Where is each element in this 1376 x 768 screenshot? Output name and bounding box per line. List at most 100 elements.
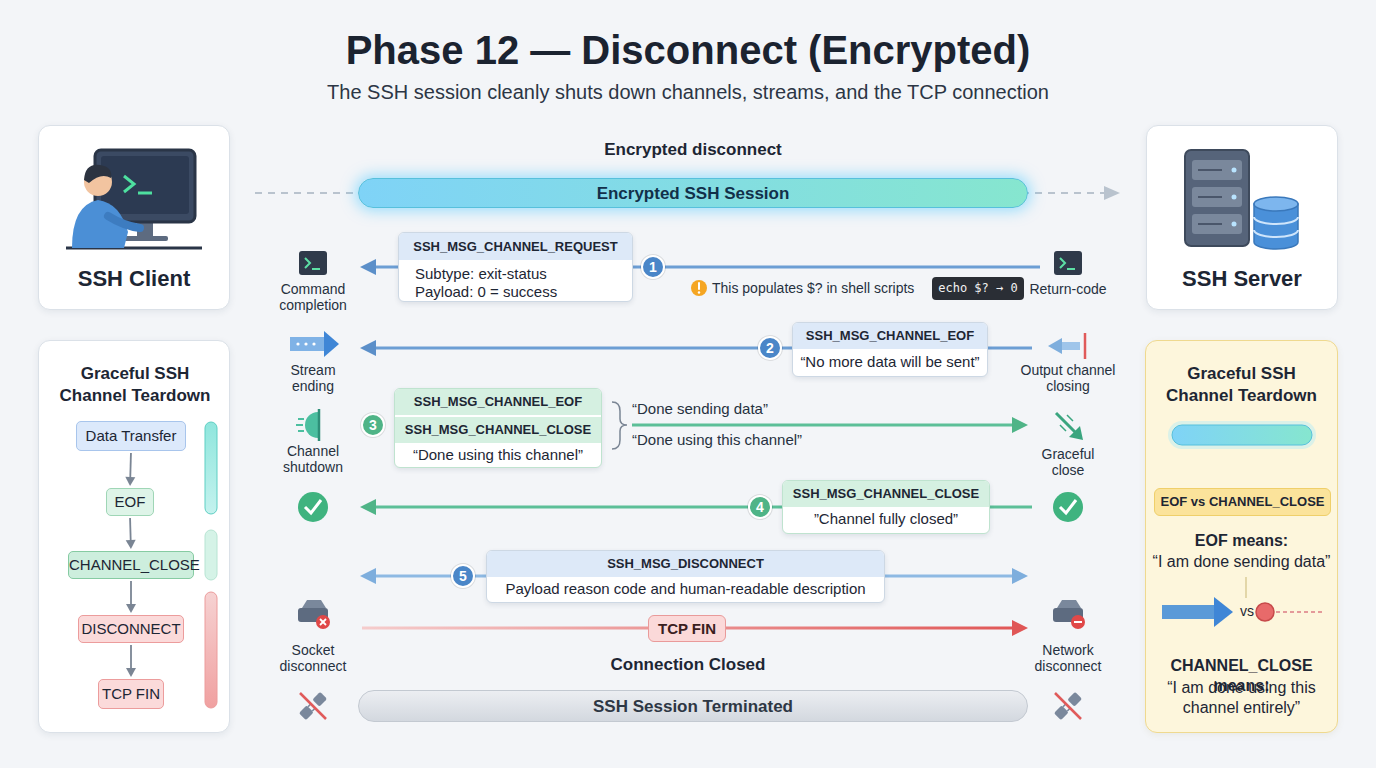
teardown-panel: Graceful SSH Channel TeardownData Transf… [38,340,230,733]
node-text: “I am done sending data” [1146,552,1337,572]
node-text: EOF vs CHANNEL_CLOSE [1155,489,1330,515]
check-icon [298,492,1083,522]
unplugged-icon [299,692,327,720]
node-text: Data Transfer [77,422,185,450]
eof-vs-close-graphic [1162,577,1324,627]
tcp-fin-arrow [1012,620,1028,636]
stream-icon [1084,333,1087,359]
node-text: CHANNEL_CLOSE [69,552,193,578]
channel-icon [1056,413,1077,434]
teardown-bars [205,592,217,708]
channel-icon [296,424,303,426]
quote-text: “Done sending data” [632,400,812,417]
node-text: SSH_MSG_CHANNEL_CLOSE [783,481,989,507]
eof-vs-close-graphic [1162,605,1216,619]
teardown-bars [205,530,217,580]
server-illustration [1192,160,1242,180]
warning-icon [691,280,707,296]
node-text: “I am done using this channel entirely” [1158,678,1325,718]
node-text: EOF [107,489,153,515]
node-text: echo $? → 0 [932,277,1024,300]
stream-icon [1048,338,1062,354]
comparison-panel: Graceful SSH Channel TeardownEOF means:“… [1145,340,1338,733]
server-illustration [1198,196,1222,198]
node-text: SSH Server [1147,266,1337,292]
node-text: SSH_MSG_DISCONNECT [487,551,884,577]
tcp-fin-pill: TCP FIN [648,615,726,642]
unplugged-icon [312,708,315,711]
arrow-head [126,540,136,549]
message-box: SSH_MSG_CHANNEL_CLOSE”Channel fully clos… [782,480,990,534]
message-box: SSH_MSG_CHANNEL_REQUESTSubtype: exit-sta… [398,232,633,302]
stream-icon [296,342,299,345]
flow-arrow [126,581,136,613]
terminal-icon [1054,251,1082,275]
flow-step: TCP FIN [98,679,164,709]
unplugged-icon [1067,708,1070,711]
flow-arrow [126,645,136,677]
message-bracket [612,402,627,449]
diagram-subtitle: The SSH session cleanly shuts down chann… [0,81,1376,104]
panel-tube [1168,421,1316,449]
message-arrow [360,499,376,515]
client-illustration [101,156,189,214]
server-card: SSH Server [1146,125,1338,310]
warning-icon [698,283,700,289]
arrow-line [130,645,132,669]
teardown-bars [205,422,217,514]
node-text: Encrypted disconnect [358,140,1028,160]
client-illustration [108,216,140,228]
disconnect-icon [1057,600,1081,608]
disconnect-icon [1074,621,1082,623]
unplugged-icon [299,705,314,720]
warning-icon [698,291,700,293]
flow-arrow [125,453,135,486]
eof-vs-close-graphic [1214,597,1233,627]
node-text: “Done using this channel” [395,446,601,464]
teardown-bars [205,422,217,708]
callout-number: 4 [748,495,772,519]
session-dashed-line [1104,186,1120,200]
warning-icon [691,280,707,296]
arrow-head [126,604,136,613]
check-icon [1053,492,1083,522]
disconnect-icon [316,615,330,629]
terminal-icon [1060,258,1065,268]
server-illustration [1185,150,1249,246]
comparison-badge: EOF vs CHANNEL_CLOSE [1154,488,1331,516]
node-text: SSH Session Terminated [358,690,1028,722]
server-illustration [1254,197,1298,211]
unplugged-icon [308,704,311,707]
terminal-icon [299,251,327,275]
unplugged-icon [300,693,326,719]
stream-icon [290,331,1085,359]
server-illustration [1254,230,1298,237]
callout-number: 5 [451,564,475,588]
message-box: SSH_MSG_DISCONNECTPayload reason code an… [486,550,885,603]
server-illustration [1185,150,1298,249]
stream-icon [312,342,315,345]
disconnect-icon [320,619,326,625]
note-text: This populates $? in shell scripts [712,280,927,296]
server-illustration [1198,169,1222,171]
flow-step: DISCONNECT [78,615,184,643]
check-icon [1060,500,1076,513]
node-text: SSH_MSG_CHANNEL_EOF [793,323,987,349]
message-arrow [360,259,376,275]
unplugged-icon [1055,693,1081,719]
stream-icon [304,342,307,345]
node-text: TCP FIN [99,680,163,708]
side-label: Graceful close [1033,446,1103,478]
channel-icon [305,412,318,438]
terminated-band: SSH Session Terminated [358,690,1028,722]
node-text: Payload: 0 = success [415,283,625,301]
channel-icon [318,409,321,441]
client-card: SSH Client [38,125,230,310]
node-text: EOF means: [1146,531,1337,551]
unplugged-icon [1054,692,1082,720]
server-illustration [1232,168,1237,173]
message-arrow [360,340,376,356]
server-illustration [1192,187,1242,207]
side-label: Socket disconnect [270,642,356,674]
disconnect-icon [1053,608,1083,622]
